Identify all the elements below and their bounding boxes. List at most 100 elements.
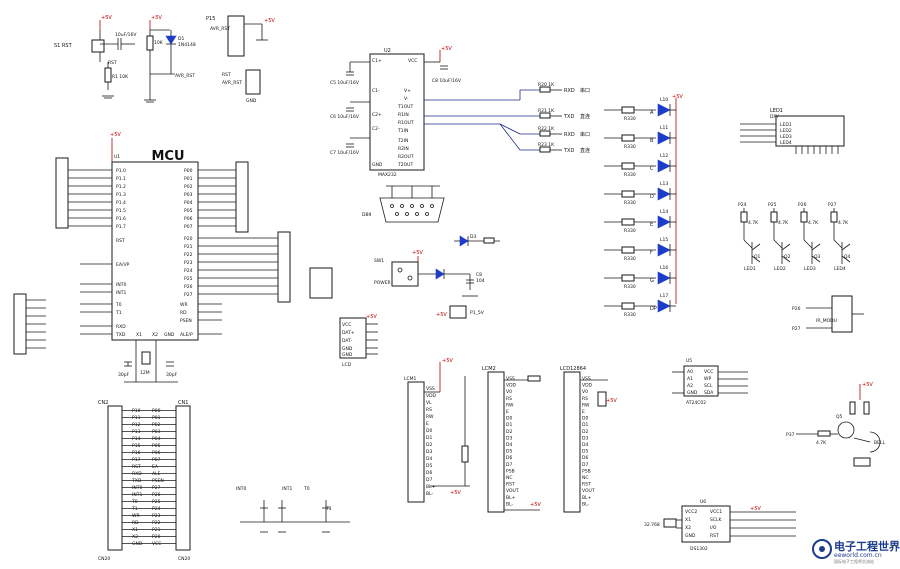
mcu-pin: P1.3: [116, 192, 126, 198]
reset-switch-label: S1 RST: [54, 43, 73, 49]
cn2-pin: ALE: [152, 471, 161, 477]
cn1-pin: P10: [132, 408, 141, 414]
reset-cap-label: 10uF/16V: [115, 32, 137, 38]
buzzer-circuit: +5V Q5 P37 4.7K BELL: [786, 382, 885, 467]
max232-pin: R2IN: [398, 146, 409, 152]
max232-pin: T2IN: [397, 138, 408, 144]
rtc-pin: VCC2: [685, 509, 697, 515]
lcd12864-pin: RW: [506, 402, 514, 408]
lcd1602-pin: D7: [426, 477, 432, 483]
cn2-pin: P00: [152, 408, 161, 414]
lcd1602-pin: D4: [426, 456, 432, 462]
lcd12864-pin: D5: [506, 449, 512, 455]
lcd-pin: DAT-: [342, 338, 352, 344]
cn1-footer: CN20: [178, 556, 190, 562]
mcu-pin: P25: [184, 276, 193, 282]
mcu-title: MCU: [151, 149, 184, 164]
max232-pin: C2-: [372, 126, 380, 132]
logo-title: 电子工程世界: [834, 540, 900, 553]
max232-pin: C2+: [372, 112, 382, 118]
transistor-ref: Q2: [784, 254, 791, 260]
cn2-pin: P27: [152, 485, 161, 491]
segment-pin: LED4: [780, 140, 792, 146]
max232-pin: T2OUT: [397, 162, 413, 168]
eeprom-pin: SCL: [704, 383, 713, 389]
mcu-ref: U1: [114, 154, 120, 160]
mcu-pin: P1.6: [116, 216, 126, 222]
transistor-ref: Q3: [814, 254, 821, 260]
mcu-pin: T1: [115, 310, 122, 316]
serial-res: R21 1K: [538, 108, 555, 114]
mcu-pin: EA/VP: [116, 262, 130, 268]
max232-cap: C8 10uF/16V: [432, 78, 462, 84]
max232-pin: T1OUT: [397, 104, 413, 110]
serial-signal: TXD: [563, 114, 574, 120]
conn-vcc-label: +5V: [264, 18, 275, 24]
lcd12864b-pin: BL+: [582, 495, 592, 501]
transistor-resistor: 4.7K: [808, 220, 819, 226]
cn2-pin: P21: [152, 527, 161, 533]
serial-note: 串口: [580, 88, 590, 94]
transistor-resistor: 4.7K: [778, 220, 789, 226]
mcu-pin: P02: [184, 184, 193, 190]
jumper-avr: AVR_RST: [222, 80, 242, 86]
transistor-ref: Q4: [844, 254, 851, 260]
mcu-pin: P1.7: [116, 224, 126, 230]
led-resistor: R330: [624, 200, 636, 206]
power-cap-ref: C8: [476, 272, 482, 278]
mcu-pin: X2: [152, 332, 158, 338]
ir-label: IR_MODU: [816, 318, 837, 324]
cn2-pin: P26: [152, 492, 161, 498]
cn2-pin: P25: [152, 499, 161, 505]
lcd12864b-pin: VOUT: [582, 488, 595, 494]
serial-signal: RXD: [564, 132, 575, 138]
lcd12864-pin: BL+: [506, 495, 516, 501]
mcu-pin: P1.1: [116, 176, 126, 182]
mcu-pin: T0: [115, 302, 122, 308]
mcu-pin: P23: [184, 260, 193, 266]
lcd-pin: DAT+: [342, 330, 355, 336]
buzzer-pin: 4.7K: [816, 440, 827, 446]
lcd12864b-pin: D1: [582, 422, 588, 428]
eeprom-pin: VCC: [704, 369, 713, 375]
lcd12864-vcc-label: +5V: [530, 502, 541, 508]
cn1-pin: RXD: [132, 471, 142, 477]
eeprom-ref: U5: [686, 358, 692, 364]
power-connector: P1_5V: [470, 310, 485, 316]
segment-label: DPY: [770, 114, 779, 120]
reset-avr-label: AVR_RST: [175, 73, 195, 79]
cn1-pin: T0: [131, 499, 138, 505]
rtc-pin: X1: [685, 517, 691, 523]
cn1-pin: T1: [131, 506, 138, 512]
seven-segment: LED1 DPY LED1 LED2 LED3 LED4: [740, 108, 845, 154]
max232-pin: C1-: [372, 88, 380, 94]
eeprom-pin: GND: [687, 390, 698, 396]
ir-module: P26 P27 IR_MODU: [792, 295, 864, 333]
mcu-pin: P1.4: [116, 200, 126, 206]
rtc-ref: U6: [700, 499, 706, 505]
cn2-pin: P06: [152, 450, 161, 456]
lcd12864b-pin: D7: [582, 462, 588, 468]
serial-res: R20 1K: [538, 82, 555, 88]
lcd12864-pin: BL-: [506, 501, 514, 507]
lcd1602-pin: D1: [426, 435, 432, 441]
max232-chip: MAX232: [378, 172, 397, 178]
led-resistor: R330: [624, 228, 636, 234]
cn1-pin: P16: [132, 450, 141, 456]
reset-vcc2-label: +5V: [151, 15, 162, 21]
lcd12864-label: LCD12864: [560, 366, 586, 372]
led-segment-letter: A: [650, 110, 654, 116]
mcu-pin: INT0: [116, 282, 126, 288]
mcu-pin: TXD: [115, 332, 126, 338]
mcu-pin: P1.5: [116, 208, 126, 214]
segment-pin: LED2: [780, 128, 792, 134]
lcd-label: LCD: [342, 362, 352, 368]
mcu-pin: P03: [184, 192, 193, 198]
serial-res: R23 1K: [538, 142, 555, 148]
max232-ref: U2: [384, 48, 391, 54]
rtc-chip: DS1302: [690, 546, 708, 552]
power-switch-label: POWER: [374, 280, 391, 286]
eeprom-pin: SDA: [704, 390, 714, 396]
segment-pin: LED3: [780, 134, 792, 140]
